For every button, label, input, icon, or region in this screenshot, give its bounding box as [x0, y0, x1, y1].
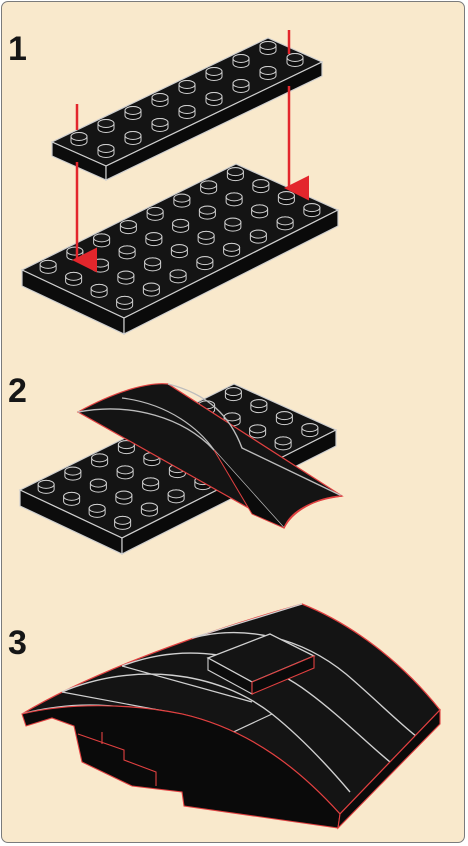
stud [152, 119, 168, 132]
stud [233, 55, 249, 68]
stud [152, 94, 168, 107]
stud [120, 221, 136, 234]
stud [287, 54, 303, 67]
stud [119, 246, 135, 259]
step-2-diagram [20, 384, 342, 554]
stud [147, 207, 163, 220]
stud [252, 205, 268, 218]
stud [117, 296, 133, 309]
stud [173, 219, 189, 232]
stud [275, 437, 291, 450]
step-1-diagram [22, 30, 338, 334]
stud [145, 258, 161, 271]
stud [71, 133, 87, 146]
stud [115, 516, 131, 529]
stud [179, 81, 195, 94]
stud [141, 503, 157, 516]
stud [98, 145, 114, 158]
stud [226, 193, 242, 206]
stud [198, 231, 214, 244]
stud [168, 490, 184, 503]
stud [98, 120, 114, 133]
stud [125, 132, 141, 145]
stud [116, 491, 132, 504]
stud [143, 478, 159, 491]
stud [199, 206, 215, 219]
stud [225, 218, 241, 231]
stud [89, 504, 105, 517]
stud [225, 388, 241, 401]
stud [125, 107, 141, 120]
stud [197, 257, 213, 270]
stud [40, 260, 56, 273]
stud [92, 454, 108, 467]
stud [179, 106, 195, 119]
stud [170, 270, 186, 283]
plate-2x8 [52, 38, 322, 180]
stud [118, 271, 134, 284]
stud [91, 284, 107, 297]
stud [146, 233, 162, 246]
stud [174, 194, 190, 207]
stud [277, 217, 293, 230]
stud [260, 42, 276, 55]
stud [92, 259, 108, 272]
stud [206, 93, 222, 106]
stud [206, 68, 222, 81]
stud [250, 230, 266, 243]
stud [302, 424, 318, 437]
stud [276, 412, 292, 425]
stud [143, 283, 159, 296]
stud [90, 479, 106, 492]
stud [260, 67, 276, 80]
stud [64, 492, 80, 505]
stud [227, 168, 243, 181]
stud [38, 480, 54, 493]
stud [65, 467, 81, 480]
step-3-diagram [22, 604, 440, 828]
stud [250, 425, 266, 438]
stud [171, 245, 187, 258]
stud [67, 247, 83, 260]
plate-4x8 [22, 164, 338, 334]
stud [278, 192, 294, 205]
stud [251, 400, 267, 413]
stud [201, 181, 217, 194]
stud [224, 243, 240, 256]
stud [66, 272, 82, 285]
stud [304, 204, 320, 217]
stud [233, 80, 249, 93]
stud [253, 180, 269, 193]
stud [94, 234, 110, 247]
stud [117, 466, 133, 479]
curved-roof-assembly [22, 604, 440, 828]
